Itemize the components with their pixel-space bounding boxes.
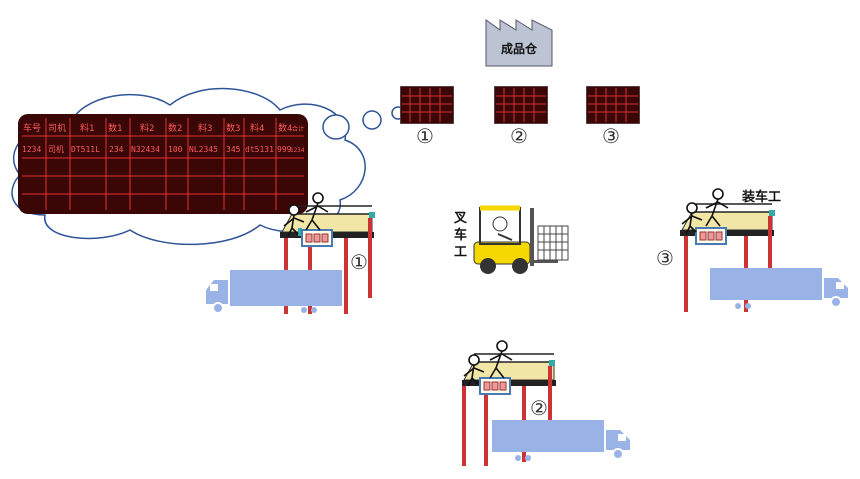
loading-dock-3 (680, 188, 775, 312)
truck-2-icon (492, 420, 630, 461)
led-header-5: 数2 (168, 122, 182, 134)
led-cell-4: N32434 (131, 145, 160, 154)
led-header-7: 数3 (226, 122, 240, 134)
led-grid (22, 118, 304, 210)
factory-icon (485, 19, 553, 67)
led-cell-6: NL2345 (189, 145, 218, 154)
truck-1-icon (206, 270, 342, 314)
warehouse-label: 成品仓 (500, 42, 537, 56)
dock-number-1: ① (350, 250, 368, 274)
led-cell-2: DT511L (71, 145, 100, 154)
led-cell-8: dt5131 (245, 145, 274, 154)
led-header-6: 料3 (198, 122, 212, 134)
truck-3-icon (710, 268, 848, 309)
led-header-4: 料2 (140, 122, 154, 134)
small-led-board-3 (586, 86, 640, 124)
led-cell-10: 1234 (290, 147, 305, 154)
led-cell-9: 999 (277, 145, 292, 154)
loader-label: 装车工 (742, 190, 782, 205)
led-header-2: 料1 (80, 122, 94, 134)
led-header-8: 料4 (250, 122, 264, 134)
led-header-1: 司机 (48, 122, 66, 134)
led-cell-7: 345 (226, 145, 241, 154)
led-cell-0: 1234 (22, 145, 41, 154)
led-header-10: 合计 (292, 125, 304, 133)
warehouse: 成品仓 (484, 14, 554, 68)
led-cell-1: 司机 (48, 144, 64, 154)
large-led-board: 车号 司机 料1 数1 料2 数2 料3 数3 料4 数4 合计 1234 司机… (18, 114, 308, 214)
led-header-9: 数4 (278, 122, 292, 134)
dock-number-2: ② (530, 396, 548, 420)
forklift-icon (473, 205, 569, 274)
forklift-driver-label: 叉车工 (454, 211, 468, 260)
loading-dock-2 (462, 340, 556, 466)
board-number-1: ① (416, 124, 434, 148)
led-header-3: 数1 (108, 122, 122, 134)
board-number-3: ③ (602, 124, 620, 148)
dock-number-3: ③ (656, 246, 674, 270)
led-cell-3: 234 (109, 145, 124, 154)
small-led-board-2 (494, 86, 548, 124)
led-header-0: 车号 (23, 122, 41, 134)
small-led-board-1 (400, 86, 454, 124)
board-number-2: ② (510, 124, 528, 148)
led-cell-5: 100 (168, 145, 183, 154)
